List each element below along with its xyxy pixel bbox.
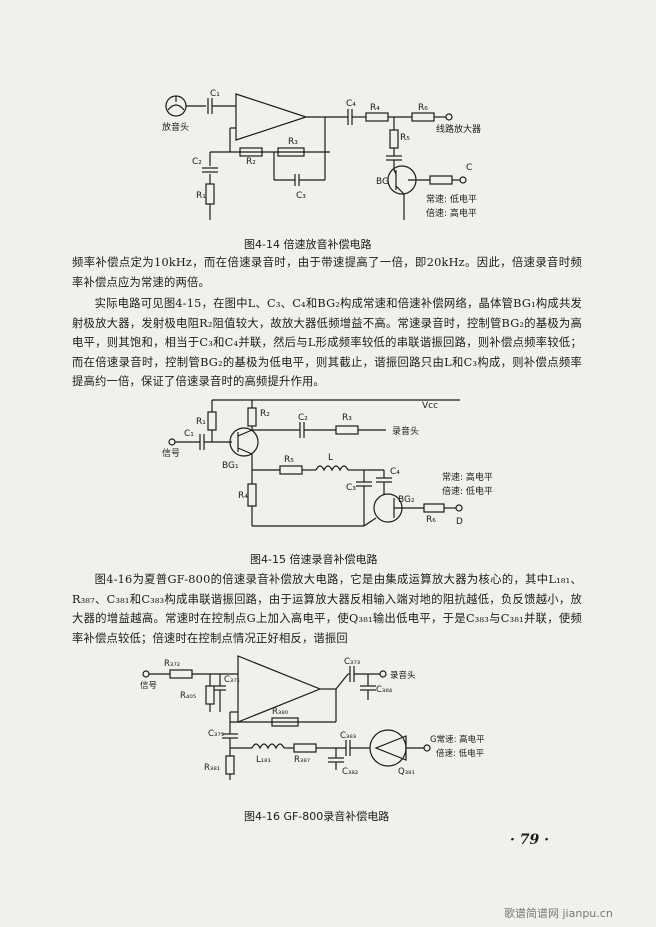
paragraph-3: 图4-16为夏普GF-800的倍速录音补偿放大电路，它是由集成运算放大器为核心的… (72, 573, 582, 645)
r-in-label: R₃₇₂ (164, 659, 180, 669)
head-label: 录音头 (390, 670, 416, 681)
c4-label: C₄ (346, 99, 356, 109)
r5-label: R₅ (284, 455, 294, 465)
mode-double-label: 倍速: 高电平 (426, 207, 477, 219)
r1-label: R₁ (196, 417, 206, 427)
page-number: · 79 · (510, 832, 549, 848)
r-fb-label: R₃₈₀ (272, 707, 289, 717)
r-gnd-label: R₃₈₁ (204, 763, 220, 773)
r-ser-label: R₃₈₇ (294, 755, 311, 765)
c-l-label: C₃₈₂ (342, 767, 358, 777)
paragraph-2: 实际电路可见图4-15，在图中L、C₃、C₄和BG₂构成常速和倍速补偿网络，晶体… (72, 297, 582, 389)
l-label: L (328, 453, 333, 463)
c1-label: C₁ (184, 429, 194, 439)
c-pin-label: C (466, 163, 472, 173)
mode-normal-label: G常速: 高电平 (430, 734, 485, 745)
figure-4-14-circuit: 放音头 C₁ C₂ R₁ R₂ R₃ C₃ C₄ R₄ R₆ R₅ 线路放大器 … (162, 89, 481, 220)
figure-4-15-caption: 图4-15 倍速录音补偿电路 (250, 553, 378, 566)
r2-label: R₂ (260, 409, 270, 419)
r6-label: R₆ (426, 515, 436, 525)
figure-4-14-caption: 图4-14 倍速放音补偿电路 (244, 238, 372, 251)
r4-label: R₄ (370, 103, 380, 113)
r4-label: R₄ (238, 491, 248, 501)
r2-label: R₂ (246, 157, 256, 167)
line-amp-label: 线路放大器 (436, 123, 481, 135)
d-label: D (456, 517, 463, 527)
c-sw-label: C₃₈₃ (340, 731, 356, 741)
bg-label: BG (376, 177, 389, 187)
r5-label: R₅ (400, 133, 410, 143)
figure-4-15-circuit: R₁ R₂ C₂ R₃ Vcc 录音头 C₁ 信号 BG₁ R₅ L C₃ C₄… (162, 399, 493, 527)
r3-label: R₃ (342, 413, 352, 423)
bg2-label: BG₂ (398, 495, 415, 505)
bg1-label: BG₁ (222, 461, 239, 471)
head-label: 放音头 (162, 121, 189, 133)
mode-double-label: 倍速: 低电平 (436, 748, 485, 759)
head-label: 录音头 (392, 425, 419, 437)
c-fb-label: C₃₇₅ (208, 729, 224, 739)
r1-label: R₁ (196, 191, 206, 201)
c4-label: C₄ (390, 467, 400, 477)
l-label: L₁₈₁ (256, 755, 271, 765)
paragraph-1: 频率补偿点定为10kHz，而在倍速录音时，由于带速提高了一倍，即20kHz。因此… (72, 256, 582, 289)
r6-label: R₆ (418, 103, 428, 113)
c1-label: C₁ (210, 89, 220, 99)
c-out-label: C₃₇₃ (344, 657, 360, 667)
c2-label: C₂ (192, 157, 202, 167)
signal-label: 信号 (140, 680, 157, 691)
c3-label: C₃ (296, 191, 306, 201)
mode-normal-label: 常速: 高电平 (442, 471, 493, 483)
vcc-label: Vcc (422, 401, 438, 411)
c2-label: C₂ (298, 413, 308, 423)
c3-label: C₃ (346, 483, 356, 493)
watermark: 歌谱简谱网 jianpu.cn (504, 907, 613, 920)
signal-label: 信号 (162, 447, 180, 459)
mode-normal-label: 常速: 低电平 (426, 193, 477, 205)
q-label: Q₃₈₁ (398, 767, 415, 777)
figure-4-16-caption: 图4-16 GF-800录音补偿电路 (244, 810, 390, 823)
c-in-label: C₃₇₁ (224, 675, 240, 685)
r-bias-label: R₄₀₅ (180, 691, 196, 701)
mode-double-label: 倍速: 低电平 (442, 485, 493, 497)
c-gnd-label: C₃₈₄ (376, 685, 393, 695)
figure-4-16-circuit: R₃₇₂ 信号 R₄₀₅ C₃₇₁ C₃₇₃ C₃₈₄ 录音头 R₃₈₀ C₃₇… (140, 655, 485, 780)
r3-label: R₃ (288, 137, 298, 147)
